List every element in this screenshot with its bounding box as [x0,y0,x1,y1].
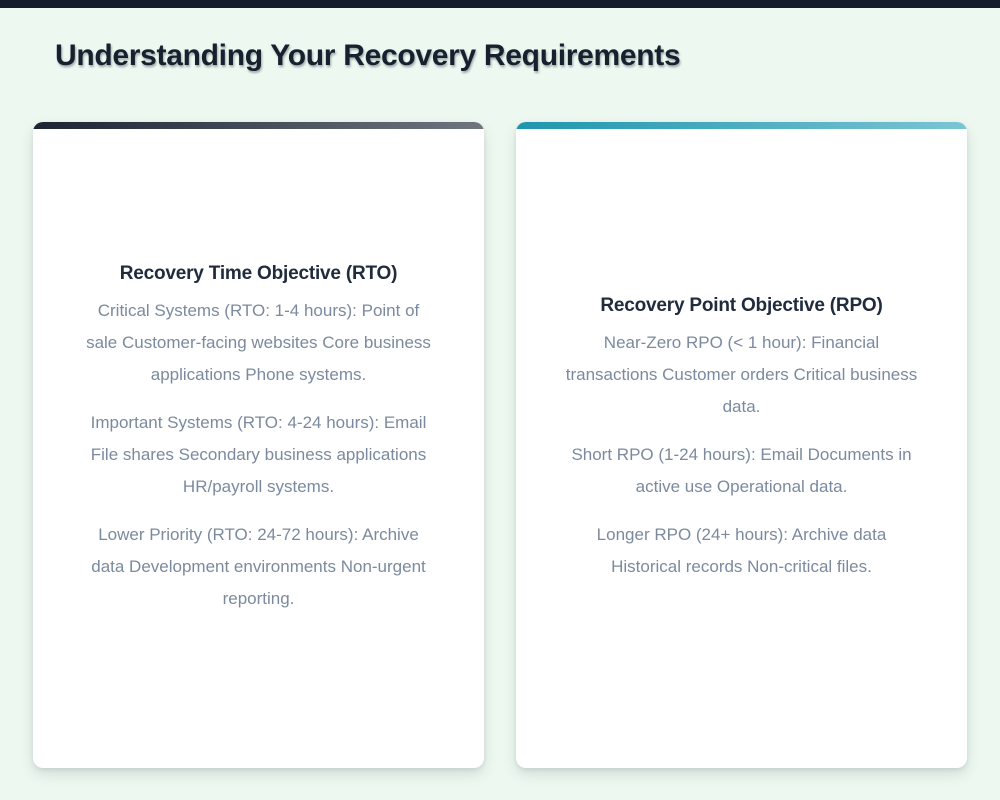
rpo-paragraph-longer: Longer RPO (24+ hours): Archive data His… [596,524,887,576]
card-rpo: Recovery Point Objective (RPO) Near-Zero… [516,122,967,768]
rto-heading: Recovery Time Objective (RTO) [119,262,398,284]
cards-row: Recovery Time Objective (RTO) Critical S… [33,122,967,768]
rto-paragraph-critical: Critical Systems (RTO: 1-4 hours): Point… [86,300,431,384]
rpo-paragraph-near-zero: Near-Zero RPO (< 1 hour): Financial tran… [565,332,918,416]
rpo-heading: Recovery Point Objective (RPO) [600,294,883,316]
page-title: Understanding Your Recovery Requirements [55,39,681,72]
rto-paragraph-lower: Lower Priority (RTO: 24-72 hours): Archi… [91,524,426,608]
rpo-paragraph-short: Short RPO (1-24 hours): Email Documents … [571,444,912,496]
top-accent-bar [0,0,1000,8]
rto-card-body: Recovery Time Objective (RTO) Critical S… [33,129,484,768]
rto-paragraph-important: Important Systems (RTO: 4-24 hours): Ema… [90,412,427,496]
card-rto: Recovery Time Objective (RTO) Critical S… [33,122,484,768]
rto-accent-bar [33,122,484,129]
rpo-accent-bar [516,122,967,129]
rpo-card-body: Recovery Point Objective (RPO) Near-Zero… [516,129,967,768]
